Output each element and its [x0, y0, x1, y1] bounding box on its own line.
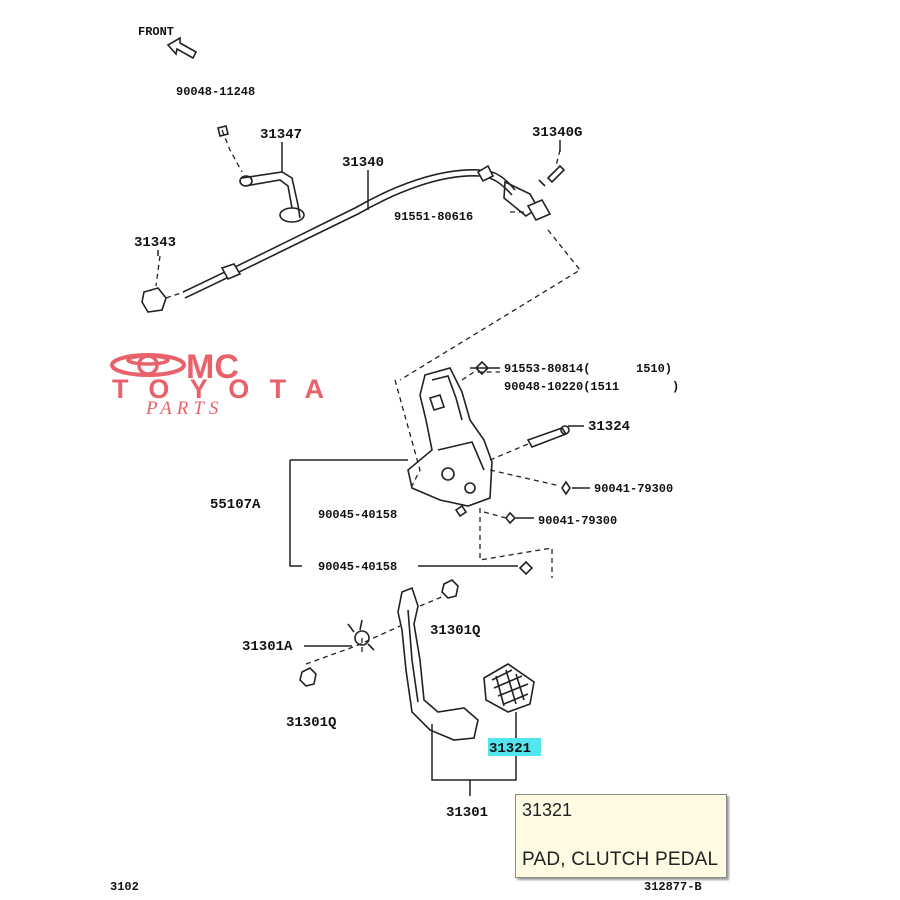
corner-code-right: 312877-B: [644, 880, 702, 894]
corner-code-left: 3102: [110, 880, 139, 894]
bushing-icon: [441, 579, 459, 599]
tooltip-description: PAD, CLUTCH PEDAL: [522, 849, 719, 870]
label-31340[interactable]: 31340: [342, 155, 384, 171]
nut-icon-2: [504, 511, 517, 525]
label-90041-79300-a[interactable]: 90041-79300: [594, 482, 673, 496]
part-tooltip: 31321 PAD, CLUTCH PEDAL: [515, 794, 727, 878]
label-90045-40158-a[interactable]: 90045-40158: [318, 508, 397, 522]
highlight-31321: [488, 738, 541, 756]
label-55107a[interactable]: 55107A: [210, 497, 261, 513]
label-31301q-b[interactable]: 31301Q: [286, 715, 336, 731]
label-90048-11248[interactable]: 90048-11248: [176, 85, 255, 99]
bushing-icon-2: [299, 667, 317, 687]
label-31301a[interactable]: 31301A: [242, 639, 293, 655]
front-arrow-icon: [166, 36, 198, 60]
label-90041-79300-b[interactable]: 90041-79300: [538, 514, 617, 528]
label-31301[interactable]: 31301: [446, 805, 488, 821]
label-31301q-a[interactable]: 31301Q: [430, 623, 480, 639]
label-91553-80814[interactable]: 91553-80814(: [504, 362, 590, 376]
hose-bracket: [239, 171, 305, 223]
label-90045-40158-b[interactable]: 90045-40158: [318, 560, 397, 574]
cable-pin: [538, 164, 566, 187]
clutch-pedal-lever: [397, 586, 479, 741]
label-31347[interactable]: 31347: [260, 127, 302, 143]
nut-icon: [561, 480, 571, 496]
label-31340g[interactable]: 31340G: [532, 125, 582, 141]
label-90048-suffix: ): [672, 380, 679, 394]
assist-spring: [347, 619, 375, 651]
watermark-logo: MC TOYOTA PARTS: [110, 348, 324, 419]
front-label: FRONT: [138, 25, 174, 39]
label-90048-10220[interactable]: 90048-10220(1511: [504, 380, 619, 394]
label-91551-80616[interactable]: 91551-80616: [394, 210, 473, 224]
label-31321[interactable]: 31321: [489, 741, 531, 757]
clip-icon: [217, 125, 229, 137]
label-31324[interactable]: 31324: [588, 419, 630, 435]
cable-end-clip: [141, 287, 167, 313]
label-31343[interactable]: 31343: [134, 235, 176, 251]
watermark-mc: MC: [186, 348, 239, 386]
clutch-pedal-pad: [483, 663, 535, 713]
clutch-release-cable: [182, 164, 552, 299]
tooltip-part-number: 31321: [522, 800, 573, 820]
label-91553-suffix: 1510): [636, 362, 672, 376]
watermark-parts: PARTS: [145, 398, 223, 419]
pedal-bracket-assembly: [407, 367, 493, 507]
